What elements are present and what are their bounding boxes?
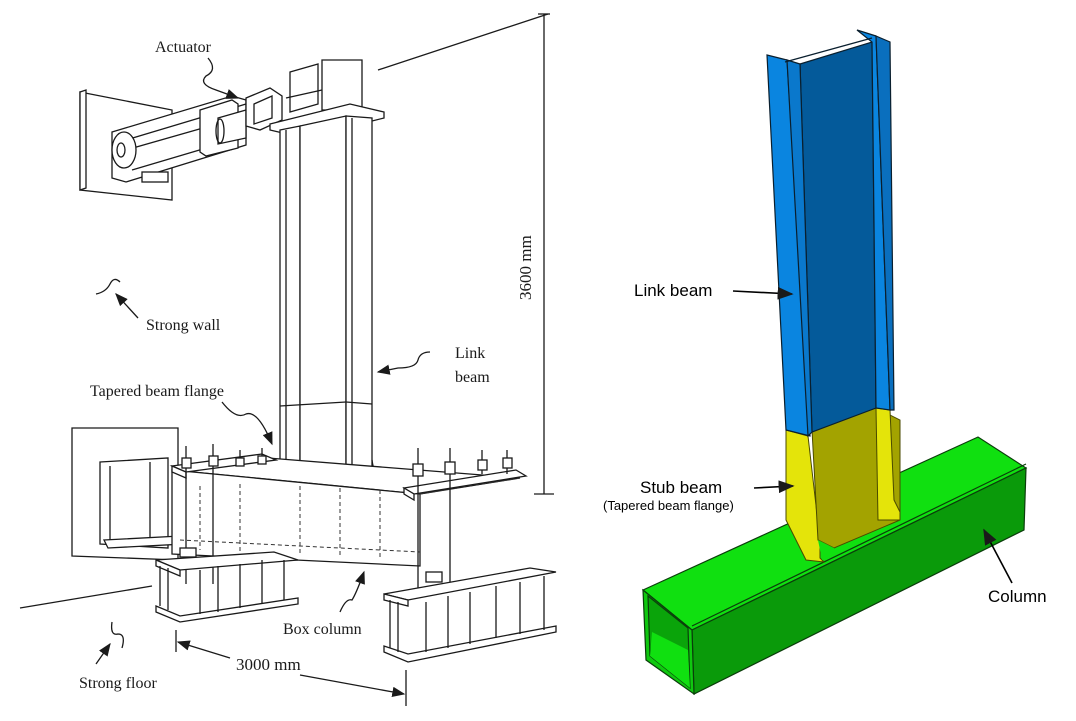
loading-frame	[269, 13, 549, 139]
link-beam-drawing	[265, 115, 383, 483]
actuator-assembly	[79, 87, 283, 201]
strong-floor-squiggle	[110, 621, 124, 649]
label-stub-beam-note: (Tapered beam flange)	[603, 498, 734, 513]
label-actuator: Actuator	[155, 39, 212, 56]
strong-floor-line	[19, 585, 153, 609]
strong-floor-arrow	[95, 642, 111, 665]
height-dimension: 3600 mm	[516, 13, 554, 495]
height-dimension-label: 3600 mm	[516, 235, 535, 300]
actuator-leader	[202, 57, 240, 99]
tapered-flange-leader	[221, 401, 273, 446]
left-pedestal	[155, 551, 299, 623]
label-link-beam-line1: Link	[455, 345, 485, 362]
stub-beam-model-leader	[753, 480, 795, 494]
link-beam-model	[766, 29, 895, 438]
link-beam-model-leader	[732, 286, 794, 300]
strong-wall-arrow	[115, 293, 139, 319]
box-column-leader	[339, 570, 365, 613]
span-dimension: 3000 mm	[175, 630, 407, 706]
test-setup-drawing: 3600 mm 3000 mm Actuator Strong wall Lin…	[19, 13, 557, 706]
right-pedestal	[179, 547, 557, 663]
fe-model: Link beam Stub beam (Tapered beam flange…	[603, 29, 1047, 696]
box-column-drawing	[169, 444, 528, 590]
label-strong-floor: Strong floor	[79, 675, 157, 692]
label-link-beam-line2: beam	[455, 369, 490, 386]
left-reaction-frame	[71, 427, 186, 561]
label-stub-beam: Stub beam	[640, 478, 722, 497]
label-tapered-beam-flange: Tapered beam flange	[90, 383, 224, 400]
threaded-rods-right	[412, 448, 513, 590]
label-column: Column	[988, 587, 1047, 606]
column-model-leader	[983, 528, 1013, 584]
span-dimension-label: 3000 mm	[236, 655, 301, 674]
label-strong-wall: Strong wall	[146, 317, 221, 334]
label-box-column: Box column	[283, 621, 362, 638]
link-beam-leader	[376, 351, 431, 375]
strong-wall-squiggle	[95, 278, 121, 295]
label-link-beam-model: Link beam	[634, 281, 712, 300]
